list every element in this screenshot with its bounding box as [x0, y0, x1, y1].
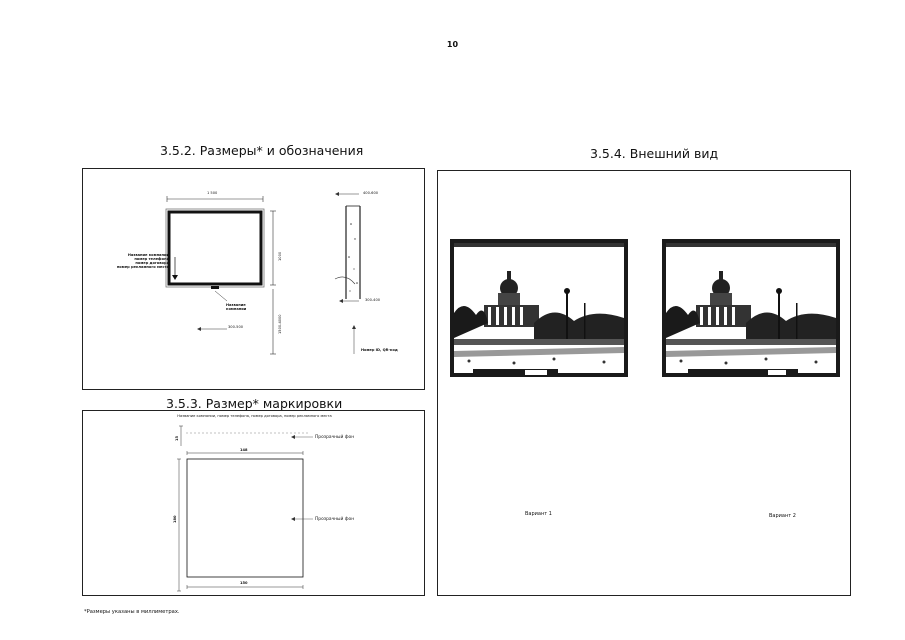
dim-pole-top-label: 400-600 — [363, 191, 379, 195]
cathedral-photo-2 — [666, 243, 836, 373]
marking-bg-middle: Прозрачный фон — [315, 517, 355, 522]
marking-top-note: Название компании, номер телефона, номер… — [177, 414, 332, 418]
section-title-sizes: 3.5.2. Размеры* и обозначения — [160, 143, 364, 158]
marking-label-company: Название компании — [127, 253, 169, 257]
company-label: Название компании — [226, 303, 246, 311]
marking-dim-height: 180 — [173, 515, 177, 523]
marking-label-place: номер рекламного места — [116, 265, 169, 270]
dim-height-label: 1000 — [278, 251, 282, 261]
sizes-diagram — [165, 192, 361, 355]
marking-label-phone: номер телефона — [134, 257, 169, 262]
variant1-label: Вариант 1 — [525, 511, 552, 517]
sizes-diagram-frame: 1 500 1000 1500-4000 400-600 300-400 300… — [82, 168, 425, 390]
marking-diagram-frame: Название компании, номер телефона, номер… — [82, 410, 425, 596]
marking-dim-width: 148 — [240, 448, 248, 452]
variant2-label: Вариант 2 — [769, 513, 796, 519]
page-number: 10 — [446, 40, 459, 49]
dim-bottom-offset-label: 1500-4000 — [278, 314, 282, 334]
dim-plate-offset-label: 300-500 — [228, 325, 244, 329]
dim-width-label: 1 500 — [207, 191, 218, 195]
marking-bg-top: Прозрачный фон — [315, 435, 355, 440]
billboard-variant2-plate — [688, 369, 798, 377]
company-label-line2: компании — [226, 307, 247, 312]
marking-dim-top: 15 — [175, 435, 179, 441]
billboard-variant1-plate — [473, 369, 558, 377]
cathedral-photo-1 — [454, 243, 624, 373]
marking-dim-bottom: 150 — [240, 581, 248, 585]
marking-diagram — [177, 425, 313, 592]
company-label-line1: Название — [226, 303, 246, 307]
marking-label-contract: номер договора — [135, 261, 169, 266]
footnote: *Размеры указаны в миллиметрах. — [84, 609, 180, 615]
section-title-appearance: 3.5.4. Внешний вид — [590, 146, 719, 161]
billboard-variant2-image — [662, 239, 840, 377]
section-title-marking: 3.5.3. Размер* маркировки — [166, 396, 343, 411]
billboard-variant1-image — [450, 239, 628, 377]
id-qr-label: Номер ID, QR-код — [361, 348, 398, 352]
appearance-frame: Вариант 1 Вариант 2 — [437, 170, 851, 596]
dim-pole-side-label: 300-400 — [365, 298, 381, 302]
marking-labels: Название компании номер телефона номер д… — [94, 253, 169, 270]
